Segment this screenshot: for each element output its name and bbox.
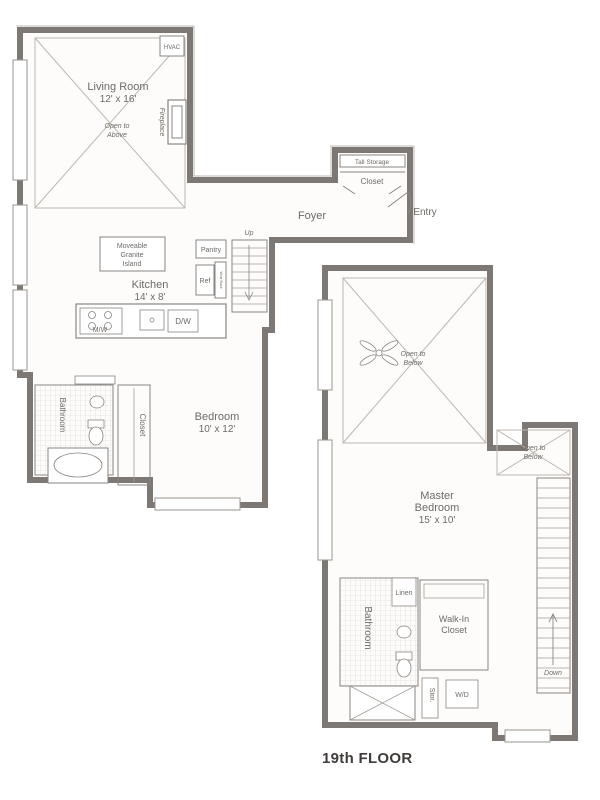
open-below-area-1 <box>342 277 487 444</box>
upper-floor: Open to Below Open to Below Down Master … <box>317 265 578 743</box>
kitchen-counter <box>75 303 227 339</box>
upper-bathroom-label: Bathroom <box>362 606 373 649</box>
washer-dryer <box>445 679 479 709</box>
refrigerator <box>195 264 215 296</box>
open-below-2-line2: Below <box>523 454 543 461</box>
floor-label: 19th FLOOR <box>322 750 413 767</box>
upper-bathroom <box>339 577 419 721</box>
living-room-name: Living Room <box>87 81 148 93</box>
window <box>504 729 551 743</box>
stairs-up <box>231 239 268 313</box>
lower-bathroom-label: Bathroom <box>58 398 67 433</box>
kitchen-size: 14' x 8' <box>134 292 165 303</box>
kitchen-island <box>99 236 166 272</box>
master-bedroom-name-2: Bedroom <box>415 502 460 514</box>
window <box>317 299 333 391</box>
window <box>317 439 333 561</box>
master-bedroom-name-1: Master <box>420 490 454 502</box>
pantry <box>195 239 227 259</box>
stairs-arrow-icon <box>548 612 558 665</box>
window <box>12 289 28 371</box>
living-room-size: 12' x 16' <box>100 94 137 105</box>
master-bedroom-size: 15' x 10' <box>419 515 456 526</box>
hvac-label: HVAC <box>164 45 181 51</box>
island-label-1: Moveable <box>117 243 147 250</box>
fireplace-label: Fireplace <box>158 108 165 137</box>
walk-in-closet-name-2: Closet <box>441 625 467 635</box>
stairs-frame <box>536 477 571 694</box>
open-below-1-line2: Below <box>403 360 423 367</box>
window <box>12 204 28 286</box>
walk-in-closet <box>419 579 489 671</box>
living-room-note-1: Open to <box>105 123 130 130</box>
hvac-unit <box>159 35 185 57</box>
stairs-down-label: Down <box>544 670 562 677</box>
wd-label: W/D <box>455 692 469 699</box>
stairs-up-label: Up <box>245 230 254 237</box>
bedroom-size: 10' x 12' <box>199 424 236 435</box>
mw-label: M/W <box>93 327 108 334</box>
living-room-open-above <box>34 37 186 209</box>
open-below-2-line1: Open to <box>521 445 546 452</box>
lower-floor: HVAC Fireplace Living Room 12' x 16' Ope… <box>12 25 437 511</box>
entry-label: Entry <box>413 207 436 218</box>
window <box>154 497 241 511</box>
ceiling-fan-icon <box>359 340 399 366</box>
island-label-3: Island <box>123 261 142 268</box>
open-below-1-line1: Open to <box>401 351 426 358</box>
window <box>12 59 28 181</box>
closet-bedroom-label: Closet <box>138 414 147 437</box>
storage <box>421 677 439 719</box>
entry-door <box>387 191 412 215</box>
fireplace <box>167 99 187 145</box>
dw-label: D/W <box>175 317 191 326</box>
bedroom-closet <box>117 384 151 486</box>
lower-bathroom <box>34 375 116 484</box>
ref-label: Ref <box>200 278 211 285</box>
tall-storage-label: Tall Storage <box>355 159 390 166</box>
wine-label: Wine Rack <box>219 272 223 289</box>
walk-in-closet-name-1: Walk-In <box>439 614 469 624</box>
linen-label: Linen <box>395 590 412 597</box>
living-room-note-2: Above <box>106 132 127 139</box>
stor-label: Stor. <box>428 688 435 702</box>
island-label-2: Granite <box>121 252 144 259</box>
closet-entry-label: Closet <box>361 177 384 186</box>
kitchen-name: Kitchen <box>132 279 169 291</box>
open-below-area-2 <box>496 429 571 476</box>
pantry-label: Pantry <box>201 247 222 254</box>
foyer-label: Foyer <box>298 210 326 222</box>
bedroom-name: Bedroom <box>195 411 240 423</box>
wine-rack <box>214 261 227 299</box>
tall-storage <box>339 154 406 168</box>
stairs-down <box>536 477 571 694</box>
